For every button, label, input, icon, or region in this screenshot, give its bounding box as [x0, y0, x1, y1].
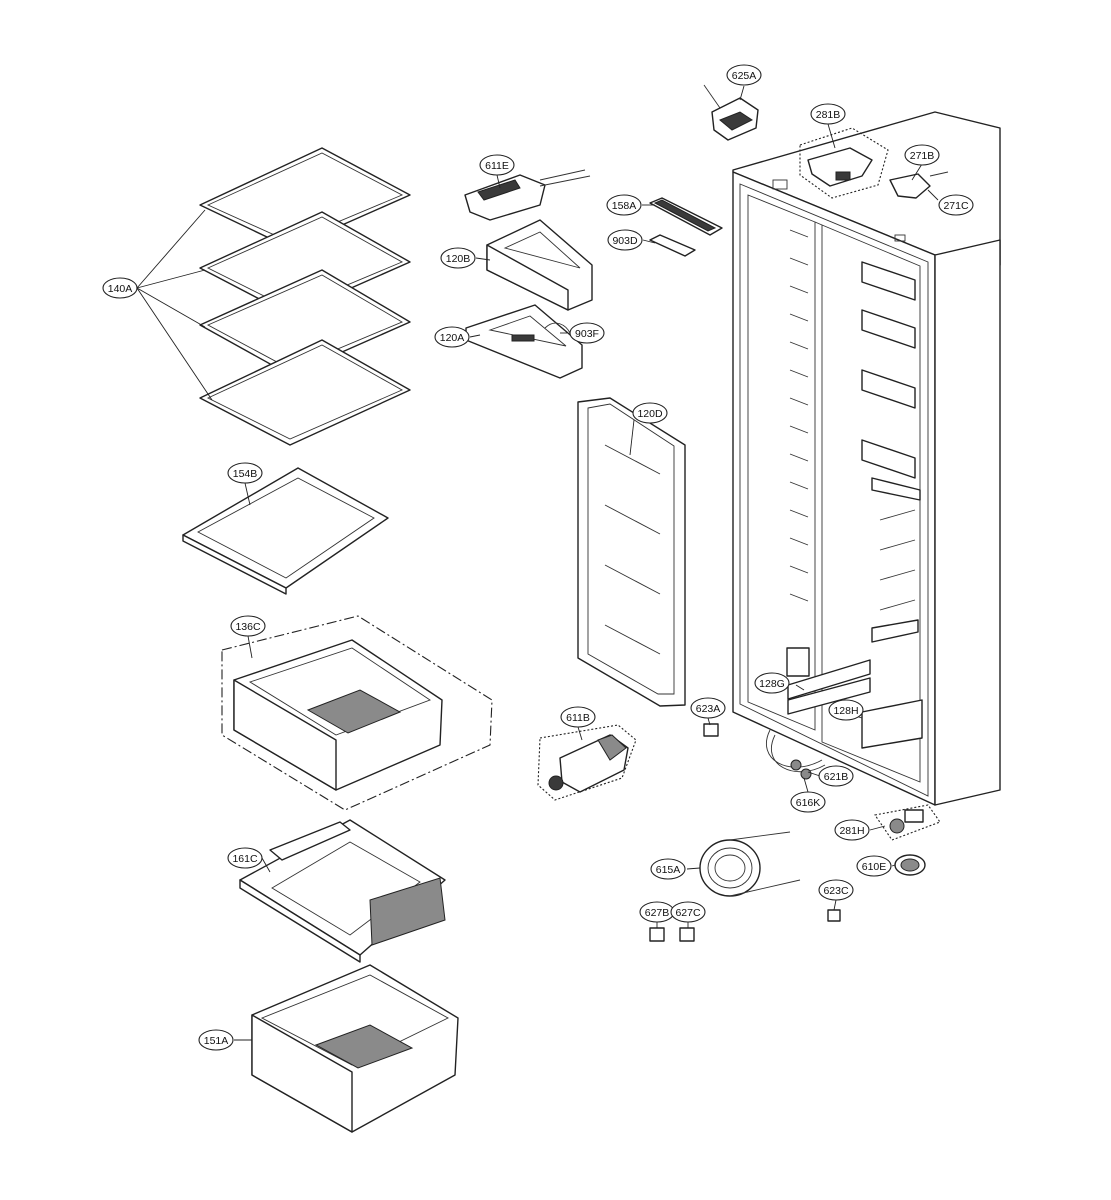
- callout-128G: 128G: [754, 672, 790, 694]
- callout-627B: 627B: [639, 901, 675, 923]
- callout-161C: 161C: [227, 847, 263, 869]
- callout-label: 625A: [732, 70, 757, 82]
- callout-611E: 611E: [479, 154, 515, 176]
- callout-615A: 615A: [650, 858, 686, 880]
- callout-611B: 611B: [560, 706, 596, 728]
- callout-label: 151A: [204, 1035, 229, 1047]
- callout-label: 128H: [833, 705, 858, 717]
- part-611B: [537, 724, 637, 801]
- callout-label: 903D: [612, 235, 638, 247]
- callout-label: 281H: [839, 825, 864, 837]
- callout-271B: 271B: [904, 144, 940, 166]
- callout-label: 120A: [440, 332, 465, 344]
- callout-625A: 625A: [726, 64, 762, 86]
- callout-label: 281B: [816, 109, 841, 121]
- part-627C: [679, 927, 695, 942]
- glass-shelves: [199, 147, 411, 446]
- part-903F: [544, 322, 571, 334]
- callout-label: 623C: [823, 885, 849, 897]
- callout-label: 271C: [943, 200, 969, 212]
- callout-623C: 623C: [818, 879, 854, 901]
- callout-627C: 627C: [670, 901, 706, 923]
- part-151A: [251, 964, 459, 1133]
- part-120B: [486, 219, 593, 311]
- part-627B: [649, 927, 665, 942]
- callout-label: 120B: [446, 253, 471, 265]
- callout-610E: 610E: [856, 855, 892, 877]
- callout-label: 623A: [696, 703, 721, 715]
- callout-271C: 271C: [938, 194, 974, 216]
- callout-151A: 151A: [198, 1029, 234, 1051]
- part-120A: [465, 304, 583, 379]
- part-281H: [874, 804, 941, 841]
- part-154B: [182, 467, 389, 595]
- part-136C: [221, 615, 493, 811]
- callout-label: 136C: [235, 621, 261, 633]
- part-281B: [799, 127, 889, 199]
- part-271: [889, 171, 949, 199]
- callout-903D: 903D: [607, 229, 643, 251]
- callout-621B: 621B: [818, 765, 854, 787]
- callout-label: 271B: [910, 150, 935, 162]
- cabinet: [732, 111, 1001, 806]
- part-611E: [464, 169, 591, 221]
- callout-623A: 623A: [690, 697, 726, 719]
- callout-label: 627C: [675, 907, 701, 919]
- callout-120D: 120D: [632, 402, 668, 424]
- part-903D: [649, 234, 696, 257]
- callout-120A: 120A: [434, 326, 470, 348]
- callout-label: 616K: [796, 797, 821, 809]
- callout-label: 158A: [612, 200, 637, 212]
- callout-903F: 903F: [569, 322, 605, 344]
- callout-158A: 158A: [606, 194, 642, 216]
- callout-label: 154B: [233, 468, 258, 480]
- part-623C: [827, 909, 841, 922]
- callout-128H: 128H: [828, 699, 864, 721]
- part-625A: [703, 84, 759, 141]
- callout-281H: 281H: [834, 819, 870, 841]
- callout-label: 621B: [824, 771, 849, 783]
- part-615A: [699, 831, 801, 897]
- callout-label: 128G: [759, 678, 785, 690]
- callout-120B: 120B: [440, 247, 476, 269]
- callout-label: 627B: [645, 907, 670, 919]
- callout-label: 140A: [108, 283, 133, 295]
- callout-616K: 616K: [790, 791, 826, 813]
- callout-label: 615A: [656, 864, 681, 876]
- part-120D: [577, 397, 686, 707]
- callout-281B: 281B: [810, 103, 846, 125]
- callout-label: 120D: [637, 408, 663, 420]
- callout-label: 610E: [862, 861, 887, 873]
- callout-label: 161C: [232, 853, 258, 865]
- callout-140A: 140A: [102, 277, 138, 299]
- callout-label: 903F: [575, 328, 599, 340]
- part-161C: [239, 819, 446, 963]
- callout-label: 611B: [566, 712, 590, 724]
- part-610E: [894, 854, 926, 876]
- callout-154B: 154B: [227, 462, 263, 484]
- part-158A: [649, 197, 723, 236]
- callout-label: 611E: [485, 160, 509, 172]
- part-623A: [703, 723, 719, 737]
- callout-136C: 136C: [230, 615, 266, 637]
